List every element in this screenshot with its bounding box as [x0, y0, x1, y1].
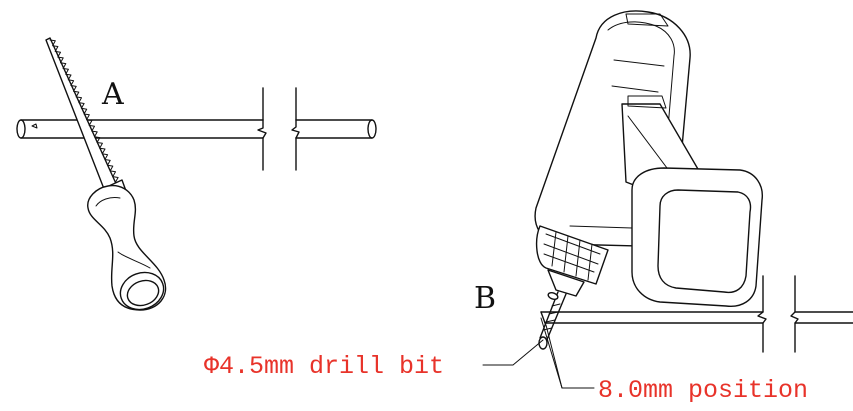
- rod-left: [16, 119, 267, 139]
- position-leader-b: [545, 324, 563, 389]
- label-b: B: [474, 281, 496, 316]
- rod-assembly: [16, 87, 377, 171]
- label-a: A: [101, 77, 124, 112]
- work-surface: [540, 275, 853, 353]
- drill-bit-leader: [482, 339, 544, 366]
- drill-bit-callout: Φ4.5mm drill bit: [204, 352, 444, 381]
- position-leader-a: [540, 317, 563, 389]
- rod-break-lines: [262, 87, 297, 171]
- hand-saw: [45, 37, 167, 311]
- position-callout: 8.0mm position: [598, 376, 808, 405]
- leader-lines: [482, 317, 595, 389]
- power-drill: [534, 10, 763, 350]
- rod-right: [291, 119, 377, 139]
